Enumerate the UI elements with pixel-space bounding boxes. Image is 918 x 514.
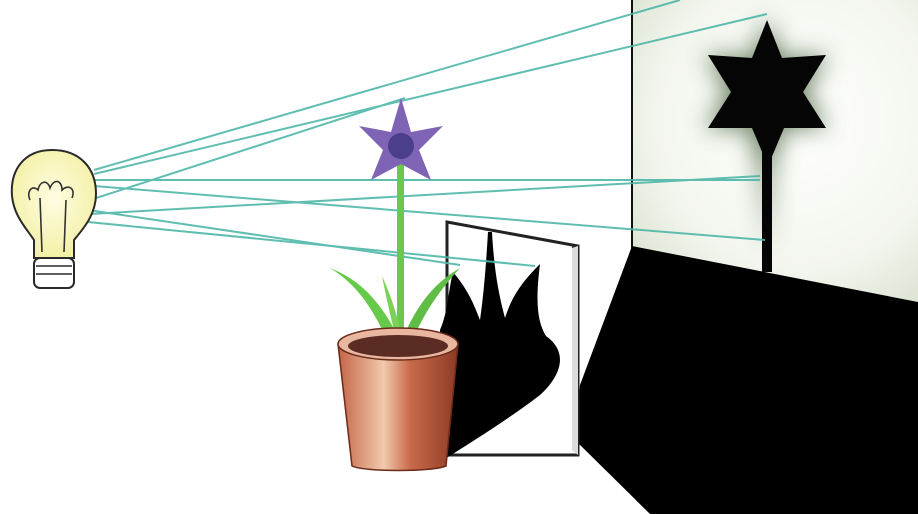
flower-pot: [338, 328, 458, 471]
